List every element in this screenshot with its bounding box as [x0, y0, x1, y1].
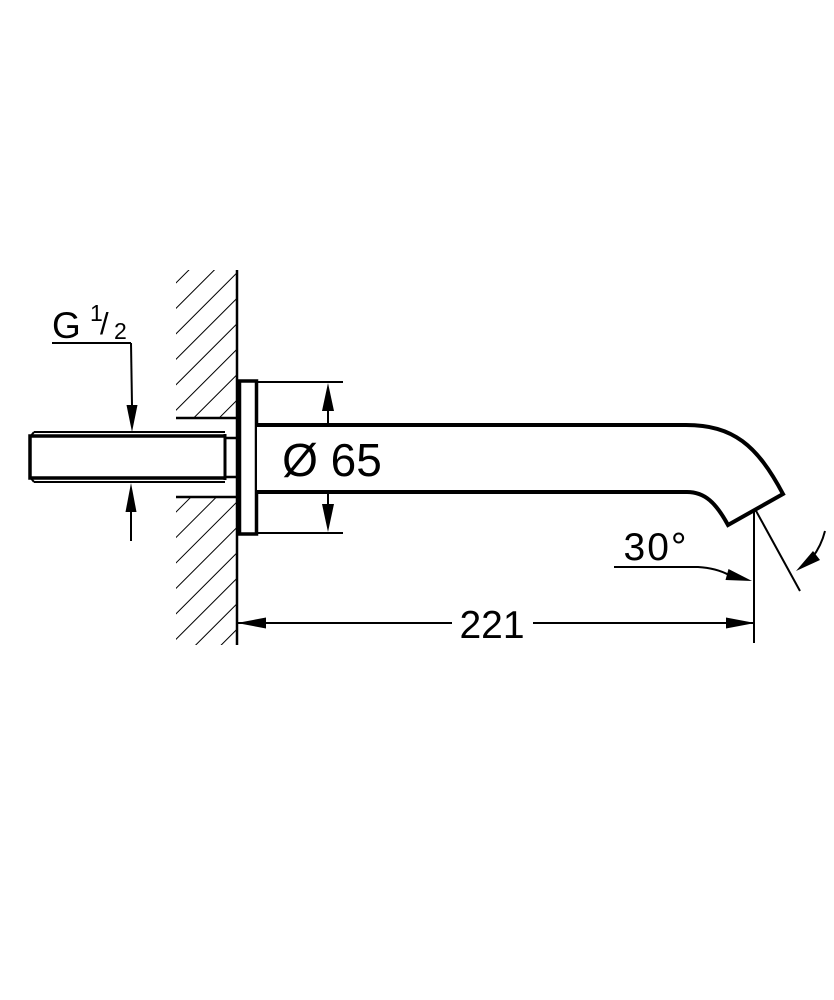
angle-label: 30°: [624, 526, 689, 569]
thread-dimension: G 1 / 2: [52, 300, 138, 541]
wall-hatch-upper: [176, 270, 237, 418]
length-dimension: 221: [237, 604, 755, 647]
nipple-body-outline: [28, 434, 225, 480]
thread-label-slash: /: [100, 306, 109, 341]
angle-dimension: 30°: [614, 508, 826, 643]
length-label: 221: [459, 604, 524, 647]
length-arrow-right-icon: [726, 617, 755, 629]
angle-normal-line: [754, 508, 801, 592]
angle-leader-line: [614, 566, 730, 576]
inlet-nipple: [28, 431, 240, 483]
thread-label-denominator: 2: [114, 318, 127, 344]
escutcheon-flange: [237, 379, 259, 536]
thread-label-base: G: [52, 305, 81, 346]
diameter-dimension: Ø 65: [257, 381, 382, 534]
thread-arrow-down-icon: [126, 405, 138, 432]
thread-arrow-up-icon: [125, 483, 137, 512]
thread-label-numerator: 1: [90, 300, 103, 326]
diameter-arrow-up-icon: [322, 383, 334, 411]
wall-hatch-lower: [176, 497, 237, 645]
angle-arc-arrowhead-icon: [796, 551, 820, 571]
diameter-label: Ø 65: [282, 434, 382, 486]
angle-leader-arrowhead-icon: [725, 569, 752, 581]
length-arrow-left-icon: [237, 617, 266, 629]
spout-body-outline: [257, 423, 786, 528]
wall-section: [176, 270, 239, 645]
thread-leader-line: [130, 342, 133, 406]
diameter-arrow-down-icon: [322, 504, 334, 532]
